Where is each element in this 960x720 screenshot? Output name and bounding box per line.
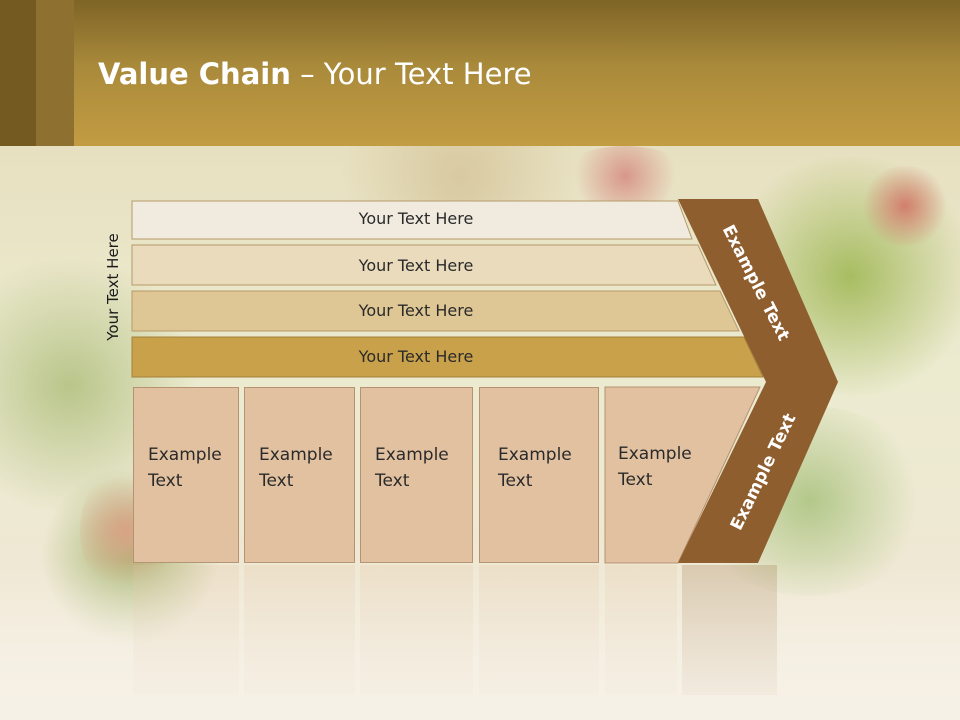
support-bar-label: Your Text Here xyxy=(358,256,474,275)
support-bar-label: Your Text Here xyxy=(358,347,474,366)
slide-title: Value Chain – Your Text Here xyxy=(98,54,532,94)
support-bar-label: Your Text Here xyxy=(358,209,474,228)
support-bar-4 xyxy=(131,336,764,378)
support-bar-1 xyxy=(131,200,693,240)
box-line-1: Example xyxy=(148,445,222,465)
support-bar-2 xyxy=(131,244,717,286)
margin-chevron xyxy=(678,199,838,563)
box-line-1: Example xyxy=(259,445,333,465)
title-rest: – Your Text Here xyxy=(290,57,532,91)
box-line-2: Text xyxy=(498,471,533,491)
box-line-2: Text xyxy=(375,471,410,491)
box-line-2: Text xyxy=(259,471,294,491)
box-line-1: Example xyxy=(618,444,692,464)
box-line-1: Example xyxy=(375,445,449,465)
title-bar: Value Chain – Your Text Here xyxy=(0,0,960,146)
side-label: Your Text Here xyxy=(104,233,122,341)
support-bar-label: Your Text Here xyxy=(358,301,474,320)
box-line-1: Example xyxy=(498,445,572,465)
box-line-2: Text xyxy=(148,471,183,491)
header-accent-stripe xyxy=(0,0,36,146)
header-accent-stripe xyxy=(36,0,74,146)
support-bar-3 xyxy=(131,290,740,332)
title-bold: Value Chain xyxy=(98,57,291,91)
reflection-fade xyxy=(0,560,960,720)
box-line-2: Text xyxy=(618,470,653,490)
